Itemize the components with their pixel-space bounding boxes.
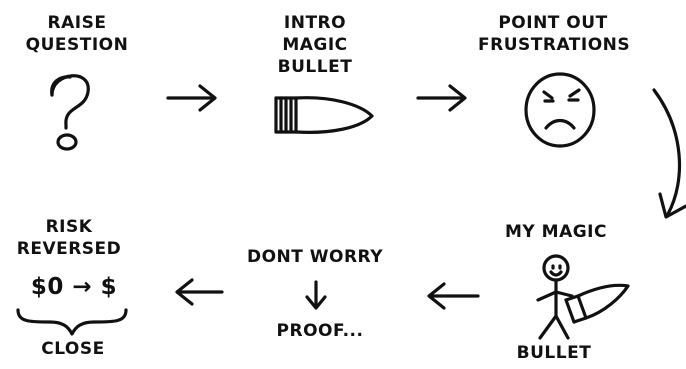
frustrated-face-icon [526, 74, 594, 146]
brace-icon [18, 310, 126, 334]
bullet-icon [276, 98, 372, 133]
bullet-icon [566, 285, 628, 322]
question-mark-icon [52, 76, 89, 149]
left-arrow-icon [429, 284, 478, 308]
curved-arrow-icon [654, 90, 686, 217]
left-arrow-icon [177, 280, 222, 304]
right-arrow-icon [418, 86, 465, 110]
down-arrow-icon [307, 282, 325, 308]
stick-figure-icon [538, 256, 572, 338]
right-arrow-icon [168, 86, 215, 110]
